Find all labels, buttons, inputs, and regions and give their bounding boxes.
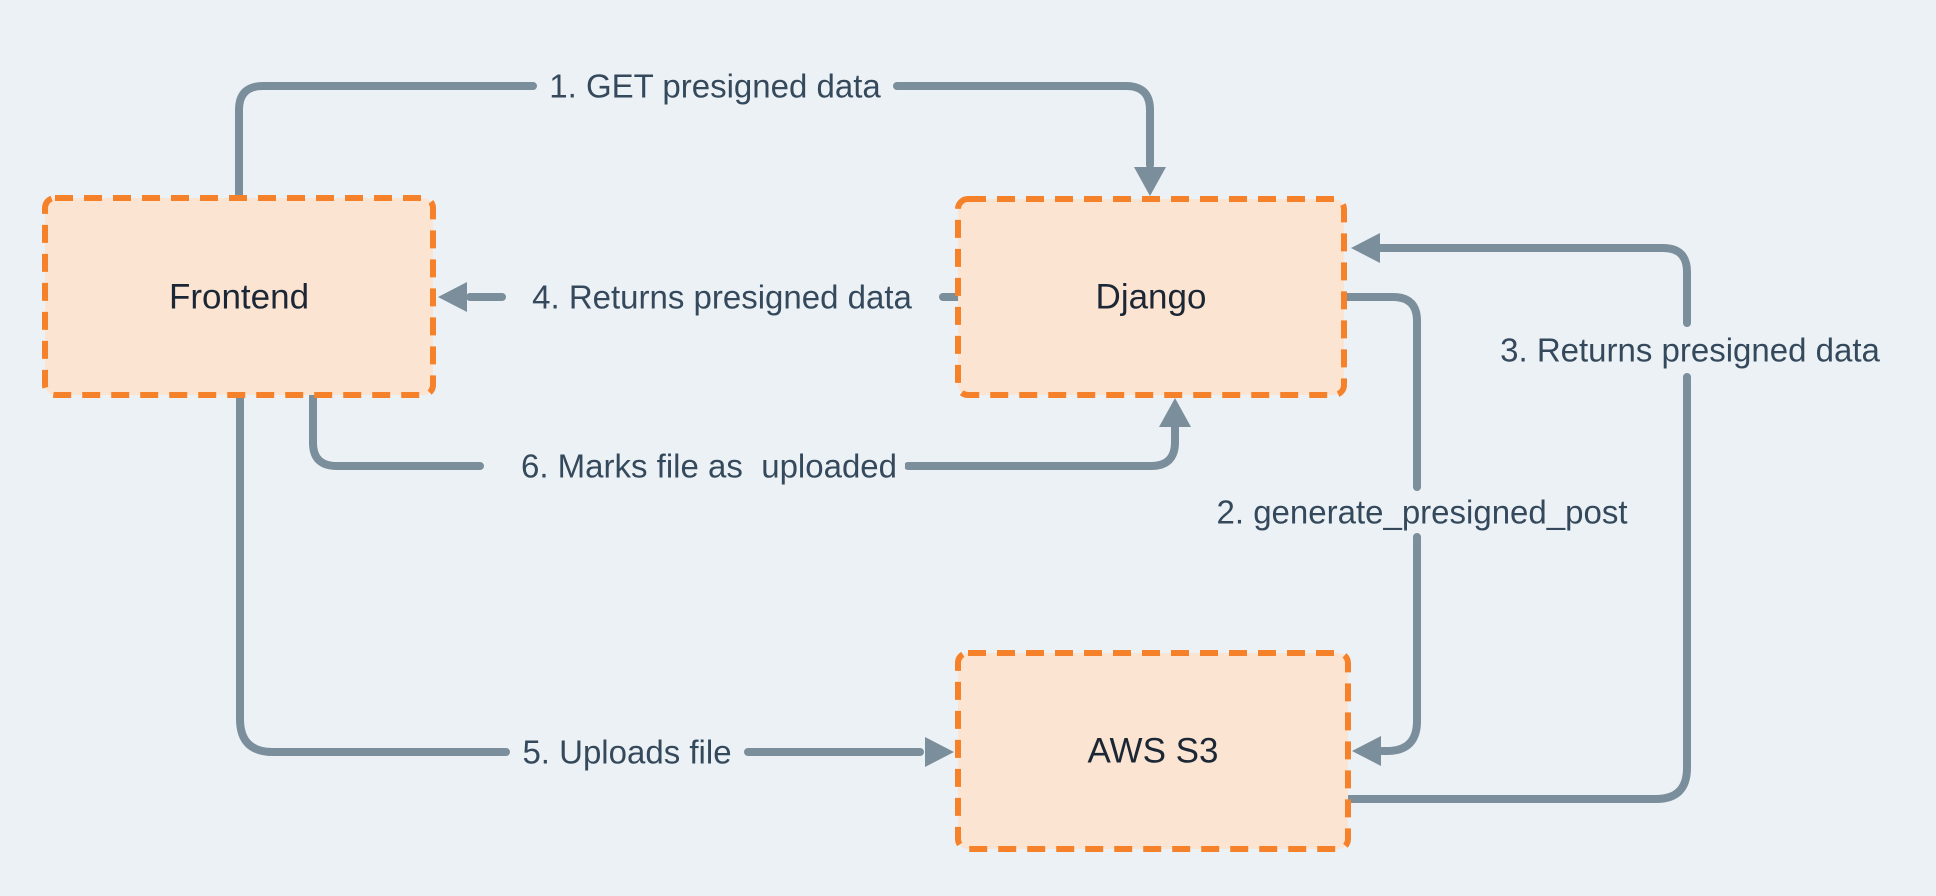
edge-2-line-start — [1341, 293, 1421, 491]
edge-5-arrowhead-right-icon — [925, 737, 954, 767]
node-aws-s3-box — [955, 650, 1351, 852]
edge-2-arrowhead-left-icon — [1352, 736, 1381, 766]
edge-1-line-start — [235, 82, 537, 203]
edge-5-line-start — [236, 392, 510, 756]
edge-2-label: 2. generate_presigned_post — [1208, 493, 1636, 531]
edge-6-label: 6. Marks file as uploaded — [512, 447, 906, 485]
node-frontend-label: Frontend — [168, 277, 310, 317]
edge-1-line-end — [893, 82, 1154, 169]
edge-3-label: 3. Returns presigned data — [1492, 331, 1888, 369]
node-django-box — [955, 196, 1347, 398]
node-frontend-box — [42, 195, 436, 398]
edge-2-line-end — [1378, 533, 1421, 755]
edge-5-label: 5. Uploads file — [514, 733, 740, 771]
edge-6-line-start — [309, 392, 484, 470]
node-django-label: Django — [1095, 277, 1207, 317]
edge-3-arrowhead-left-icon — [1351, 233, 1380, 263]
edge-1-label: 1. GET presigned data — [541, 67, 889, 105]
edge-4-arrowhead-left-icon — [438, 282, 467, 312]
edge-3-line-start — [1345, 373, 1691, 803]
node-aws-s3-label: AWS S3 — [1087, 731, 1219, 771]
edge-6-arrowhead-up-icon — [1159, 398, 1191, 427]
edge-6-line-end — [904, 423, 1179, 470]
edge-1-arrowhead-down-icon — [1134, 167, 1166, 196]
edge-3-line-end — [1377, 244, 1691, 327]
edge-4-label: 4. Returns presigned data — [524, 278, 920, 316]
